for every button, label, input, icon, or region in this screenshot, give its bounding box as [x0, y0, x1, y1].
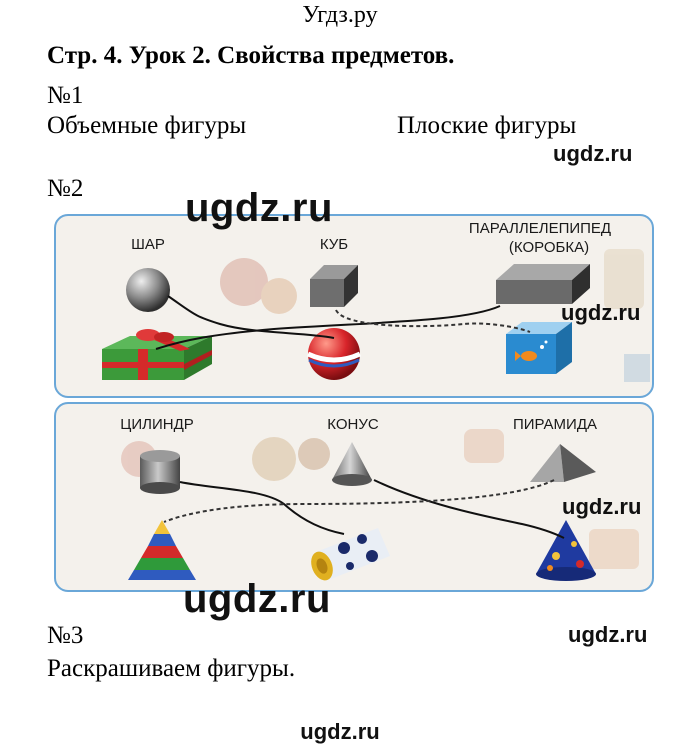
- watermark: ugdz.ru: [183, 577, 331, 621]
- watermark: ugdz.ru: [561, 300, 641, 325]
- lesson-title: Стр. 4. Урок 2. Свойства предметов.: [47, 42, 455, 69]
- line-sphere-to-ball: [167, 295, 335, 339]
- watermark: ugdz.ru: [300, 719, 380, 744]
- figure-drawing: [102, 249, 650, 581]
- label-box-line2: (КОРОБКА): [508, 239, 590, 256]
- box-shape: [496, 264, 590, 304]
- shapes-matching-figure: ШАР КУБ ПАРАЛЛЕЛЕПИПЕД (КОРОБКА) ЦИЛИНДР…: [44, 204, 666, 606]
- task-1-left-text: Объемные фигуры: [47, 112, 247, 139]
- cube-shape: [310, 265, 358, 307]
- line-box-to-gift: [155, 305, 501, 350]
- watermark: ugdz.ru: [562, 494, 642, 519]
- cylinder-shape: [140, 450, 180, 494]
- task-3-number: №3: [47, 622, 84, 649]
- watermark: ugdz.ru: [185, 186, 333, 230]
- line-cylinder-to-tube: [179, 481, 345, 535]
- pyramid-toy-picture: [128, 520, 196, 580]
- sphere-shape: [126, 268, 170, 312]
- label-sphere: ШАР: [131, 236, 165, 253]
- label-pyramid: ПИРАМИДА: [512, 416, 597, 433]
- watermark: ugdz.ru: [568, 622, 648, 647]
- label-cylinder: ЦИЛИНДР: [120, 416, 194, 433]
- task-2-number: №2: [47, 175, 84, 202]
- ball-picture: [306, 328, 362, 380]
- party-hat-picture: [536, 520, 596, 581]
- label-box-line1: ПАРАЛЛЕЛЕПИПЕД: [468, 220, 612, 237]
- gift-box-picture: [102, 329, 212, 380]
- line-cube-to-aquarium: [335, 309, 531, 333]
- line-pyramid-to-toy: [163, 479, 555, 523]
- site-header: Угдз.ру: [302, 2, 378, 28]
- aquarium-picture: [506, 322, 572, 374]
- line-cone-to-hat: [373, 479, 565, 539]
- watermark: ugdz.ru: [553, 141, 633, 166]
- cone-shape: [332, 442, 372, 486]
- task-1-number: №1: [47, 82, 84, 109]
- tube-picture: [311, 528, 390, 581]
- task-3-text: Раскрашиваем фигуры.: [47, 655, 296, 682]
- label-cube: КУБ: [319, 236, 349, 253]
- pyramid-shape: [530, 444, 596, 482]
- faded-background-pictures: [121, 249, 650, 569]
- task-1-right-text: Плоские фигуры: [397, 112, 577, 139]
- label-cone: КОНУС: [327, 416, 379, 433]
